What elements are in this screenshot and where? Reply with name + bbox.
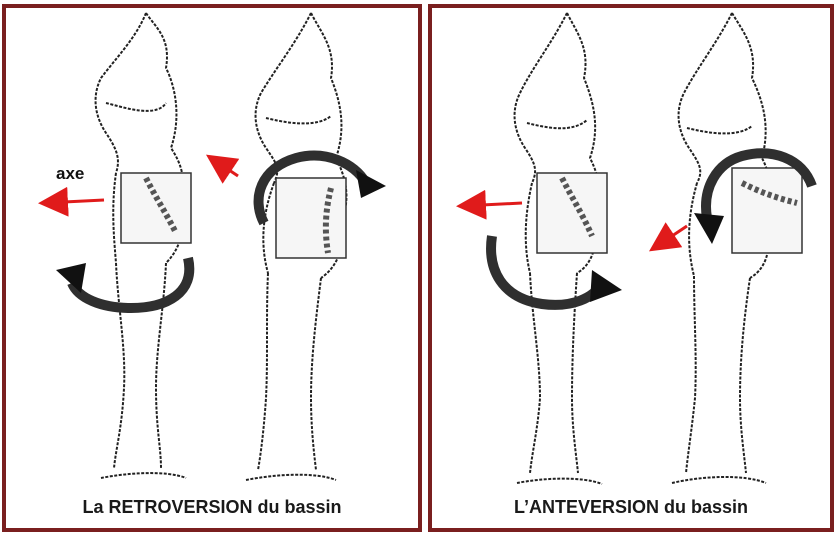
axis-arrow bbox=[44, 200, 104, 203]
tilt-direction-arrow bbox=[211, 158, 238, 176]
pelvis-sketch-3 bbox=[537, 173, 607, 253]
rotation-arrow-lower bbox=[72, 258, 189, 308]
axis-arrow-right bbox=[462, 203, 522, 206]
anteversion-panel: L’ANTEVERSION du bassin bbox=[428, 4, 834, 532]
axis-label: axe bbox=[56, 164, 84, 184]
pelvis-sketch-1 bbox=[121, 173, 191, 243]
anteversion-illustration bbox=[432, 8, 830, 528]
pelvis-sketch-2 bbox=[276, 178, 346, 258]
anteversion-caption: L’ANTEVERSION du bassin bbox=[432, 497, 830, 518]
tilt-direction-arrow-right bbox=[654, 226, 687, 248]
pelvis-sketch-4 bbox=[732, 168, 802, 253]
standing-figure-1 bbox=[96, 13, 186, 478]
retroversion-caption: La RETROVERSION du bassin bbox=[6, 497, 418, 518]
retroversion-panel: axe La RETROVERSION du bassin bbox=[2, 4, 422, 532]
retroversion-illustration bbox=[6, 8, 418, 528]
